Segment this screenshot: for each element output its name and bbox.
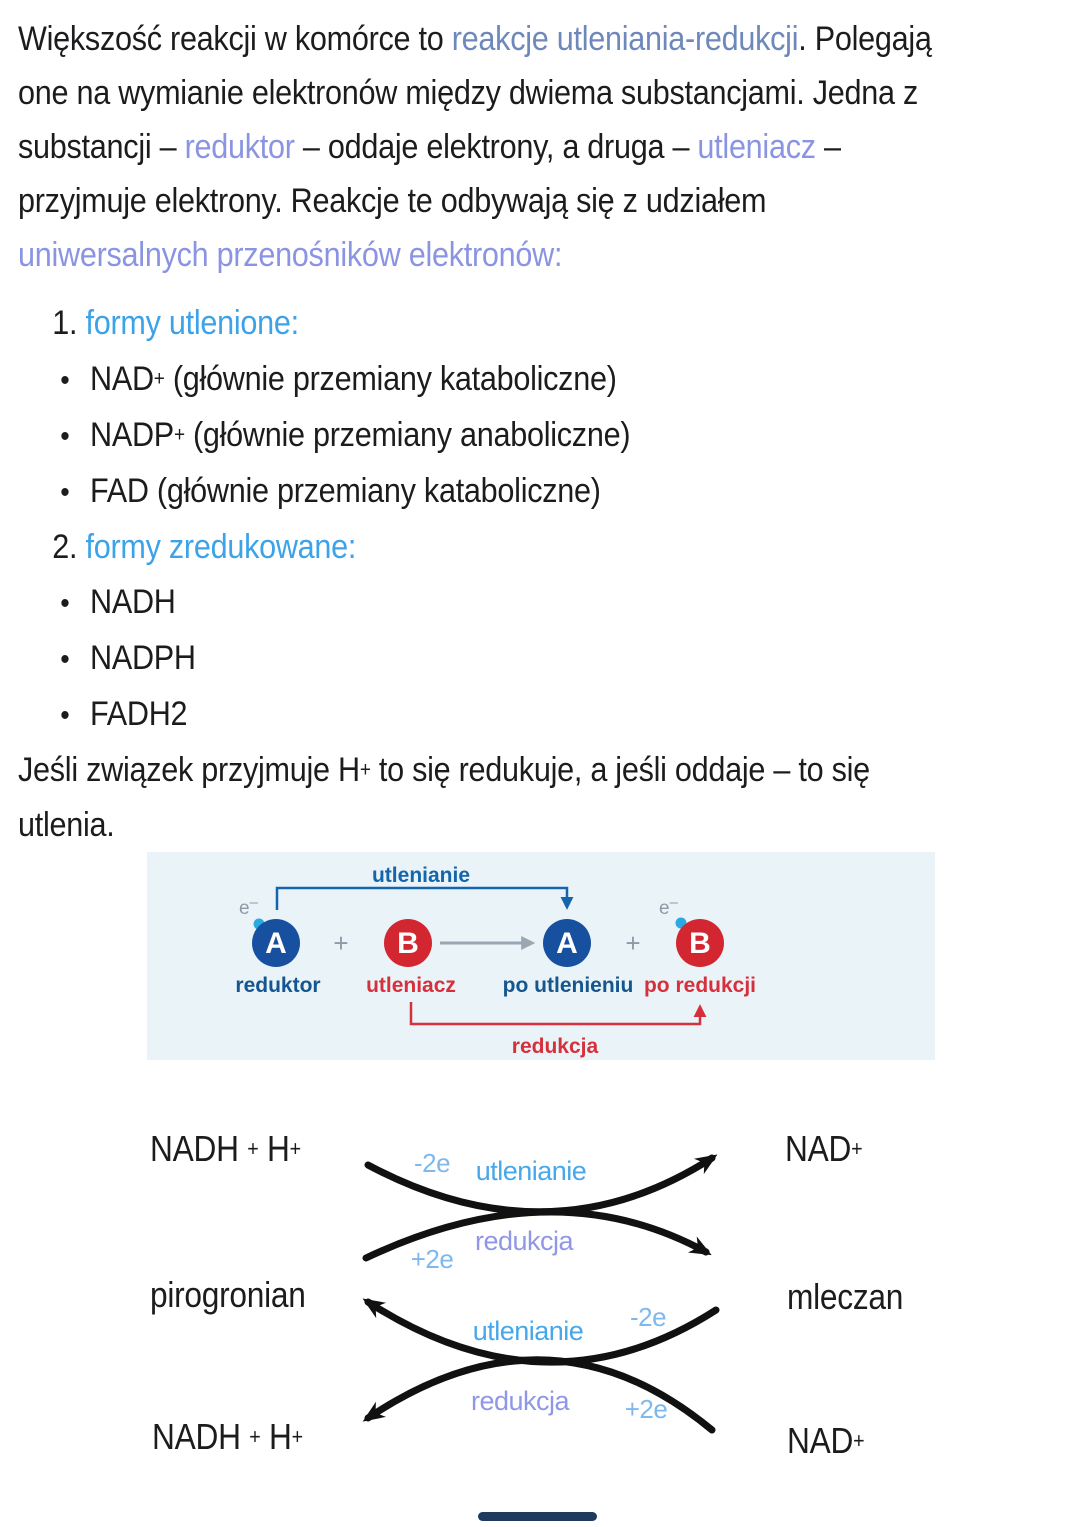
list-item-nad: • NAD+ (głównie przemiany kataboliczne) xyxy=(60,351,1062,408)
compound-nadh-h: NADH + H+ xyxy=(150,1128,301,1169)
list-header-label: formy zredukowane: xyxy=(85,528,357,567)
paragraph1-line5: uniwersalnych przenośników elektronów: xyxy=(18,236,563,274)
paragraph2-line2: utlenia. xyxy=(18,805,115,844)
list-number: 1. xyxy=(52,304,78,342)
bullet-icon: • xyxy=(60,476,70,510)
bullet-text: FADH2 xyxy=(90,695,188,734)
bullet-icon: • xyxy=(60,643,70,677)
label-po-utlenieniu: po utlenieniu xyxy=(503,974,634,997)
minus-2e-label: -2e xyxy=(414,1148,450,1178)
reduction-curve-arrow xyxy=(362,1356,716,1434)
list-item-fad: • FAD (głównie przemiany kataboliczne) xyxy=(60,464,1062,520)
label-po-redukcji: po redukcji xyxy=(644,974,756,997)
node-b-utleniacz-circle xyxy=(384,919,432,967)
reduction-title: redukcja xyxy=(512,1035,599,1058)
bullet-text: NAD+ (głównie przemiany kataboliczne) xyxy=(90,359,617,398)
paragraph1-line4: przyjmuje elektrony. Reakcje te odbywają… xyxy=(18,182,767,220)
list-item-nadph: • NADPH xyxy=(60,631,1062,687)
bullet-icon: • xyxy=(60,363,70,397)
list-item-fadh2: • FADH2 xyxy=(60,687,1062,743)
reduction-curve-arrow xyxy=(362,1208,712,1262)
oxidation-title: utlenianie xyxy=(372,864,470,887)
compound-nad: NAD+ xyxy=(785,1128,863,1169)
label-reduktor: reduktor xyxy=(235,974,320,997)
paragraph1-line3: substancji – reduktor – oddaje elektrony… xyxy=(18,128,841,166)
minus-2e-label: -2e xyxy=(630,1302,666,1332)
list-header-label: formy utlenione: xyxy=(85,304,300,342)
electron-label: e– xyxy=(659,894,679,919)
node-b-po-redukcji-circle xyxy=(676,919,724,967)
node-b-letter: B xyxy=(689,927,711,960)
reaction-cross-arrows: -2e utlenianie redukcja +2e utlenianie -… xyxy=(362,1148,720,1434)
oxidation-bracket-arrow xyxy=(275,886,574,910)
bullet-text: NADH xyxy=(90,583,176,622)
paragraph2-line1: Jeśli związek przyjmuje H+ to się reduku… xyxy=(18,751,870,790)
plus-sign: + xyxy=(625,928,640,958)
node-a-reduktor-circle xyxy=(252,919,300,967)
compound-nad: NAD+ xyxy=(787,1420,865,1461)
paragraph1-line2: one na wymianie elektronów między dwiema… xyxy=(18,74,919,112)
node-a-po-utlenieniu-circle xyxy=(543,919,591,967)
plus-sign: + xyxy=(333,928,348,958)
electron-label: e– xyxy=(239,894,259,919)
list-number: 2. xyxy=(52,528,78,567)
bullet-text: NADP+ (głównie przemiany anaboliczne) xyxy=(90,416,631,455)
reduction-bracket-arrow xyxy=(409,1002,707,1026)
list-item-2-header: 2.formy zredukowane: xyxy=(52,520,1062,575)
oxidation-label: utlenianie xyxy=(476,1156,587,1186)
reduction-label: redukcja xyxy=(475,1226,575,1256)
node-a-letter: A xyxy=(265,927,287,960)
notes-text-block: Większość reakcji w komórce to reakcje u… xyxy=(18,12,1062,852)
bullet-text: NADPH xyxy=(90,639,196,678)
bullet-icon: • xyxy=(60,587,70,621)
plus-2e-label: +2e xyxy=(411,1244,454,1274)
bullet-text: FAD (głównie przemiany kataboliczne) xyxy=(90,472,601,511)
oxidation-label: utlenianie xyxy=(473,1316,584,1346)
reduction-label: redukcja xyxy=(471,1386,571,1416)
home-indicator-bar xyxy=(478,1512,597,1521)
compound-nadh-h: NADH + H+ xyxy=(152,1416,303,1457)
redox-diagram: utlenianie e– A + B A + e– B reduktor ut… xyxy=(147,852,935,1060)
compound-mleczan: mleczan xyxy=(787,1276,904,1317)
list-item-nadp: • NADP+ (głównie przemiany anaboliczne) xyxy=(60,408,1062,465)
list-item-1-header: 1.formy utlenione: xyxy=(52,296,1062,351)
paragraph1-line1: Większość reakcji w komórce to reakcje u… xyxy=(18,20,932,58)
carriers-list: 1.formy utlenione: • NAD+ (głównie przemi… xyxy=(18,296,1062,743)
node-a-letter: A xyxy=(556,927,578,960)
compound-pirogronian: pirogronian xyxy=(150,1274,306,1315)
bullet-icon: • xyxy=(60,420,70,454)
bullet-icon: • xyxy=(60,699,70,733)
plus-2e-label: +2e xyxy=(625,1394,668,1424)
label-utleniacz: utleniacz xyxy=(366,974,456,997)
node-b-letter: B xyxy=(397,927,419,960)
list-item-nadh: • NADH xyxy=(60,575,1062,631)
